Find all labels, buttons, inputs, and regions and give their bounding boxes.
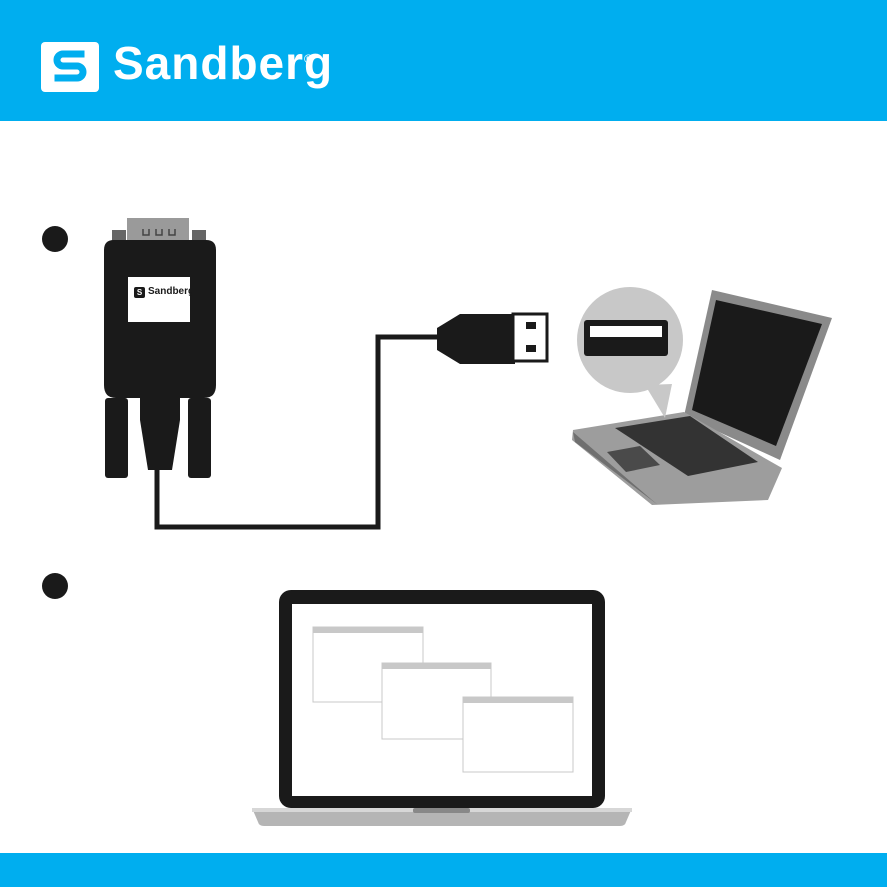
mini-logo-icon: S: [134, 287, 145, 298]
app-window-3: [463, 697, 573, 772]
adapter-label: S Sandberg: [128, 277, 190, 322]
serial-adapter-icon: [104, 218, 216, 478]
usb-port-callout: [577, 287, 683, 418]
footer-bar: [0, 853, 887, 887]
adapter-label-brand: Sandberg: [148, 286, 194, 297]
usb-plug-icon: [437, 314, 547, 364]
